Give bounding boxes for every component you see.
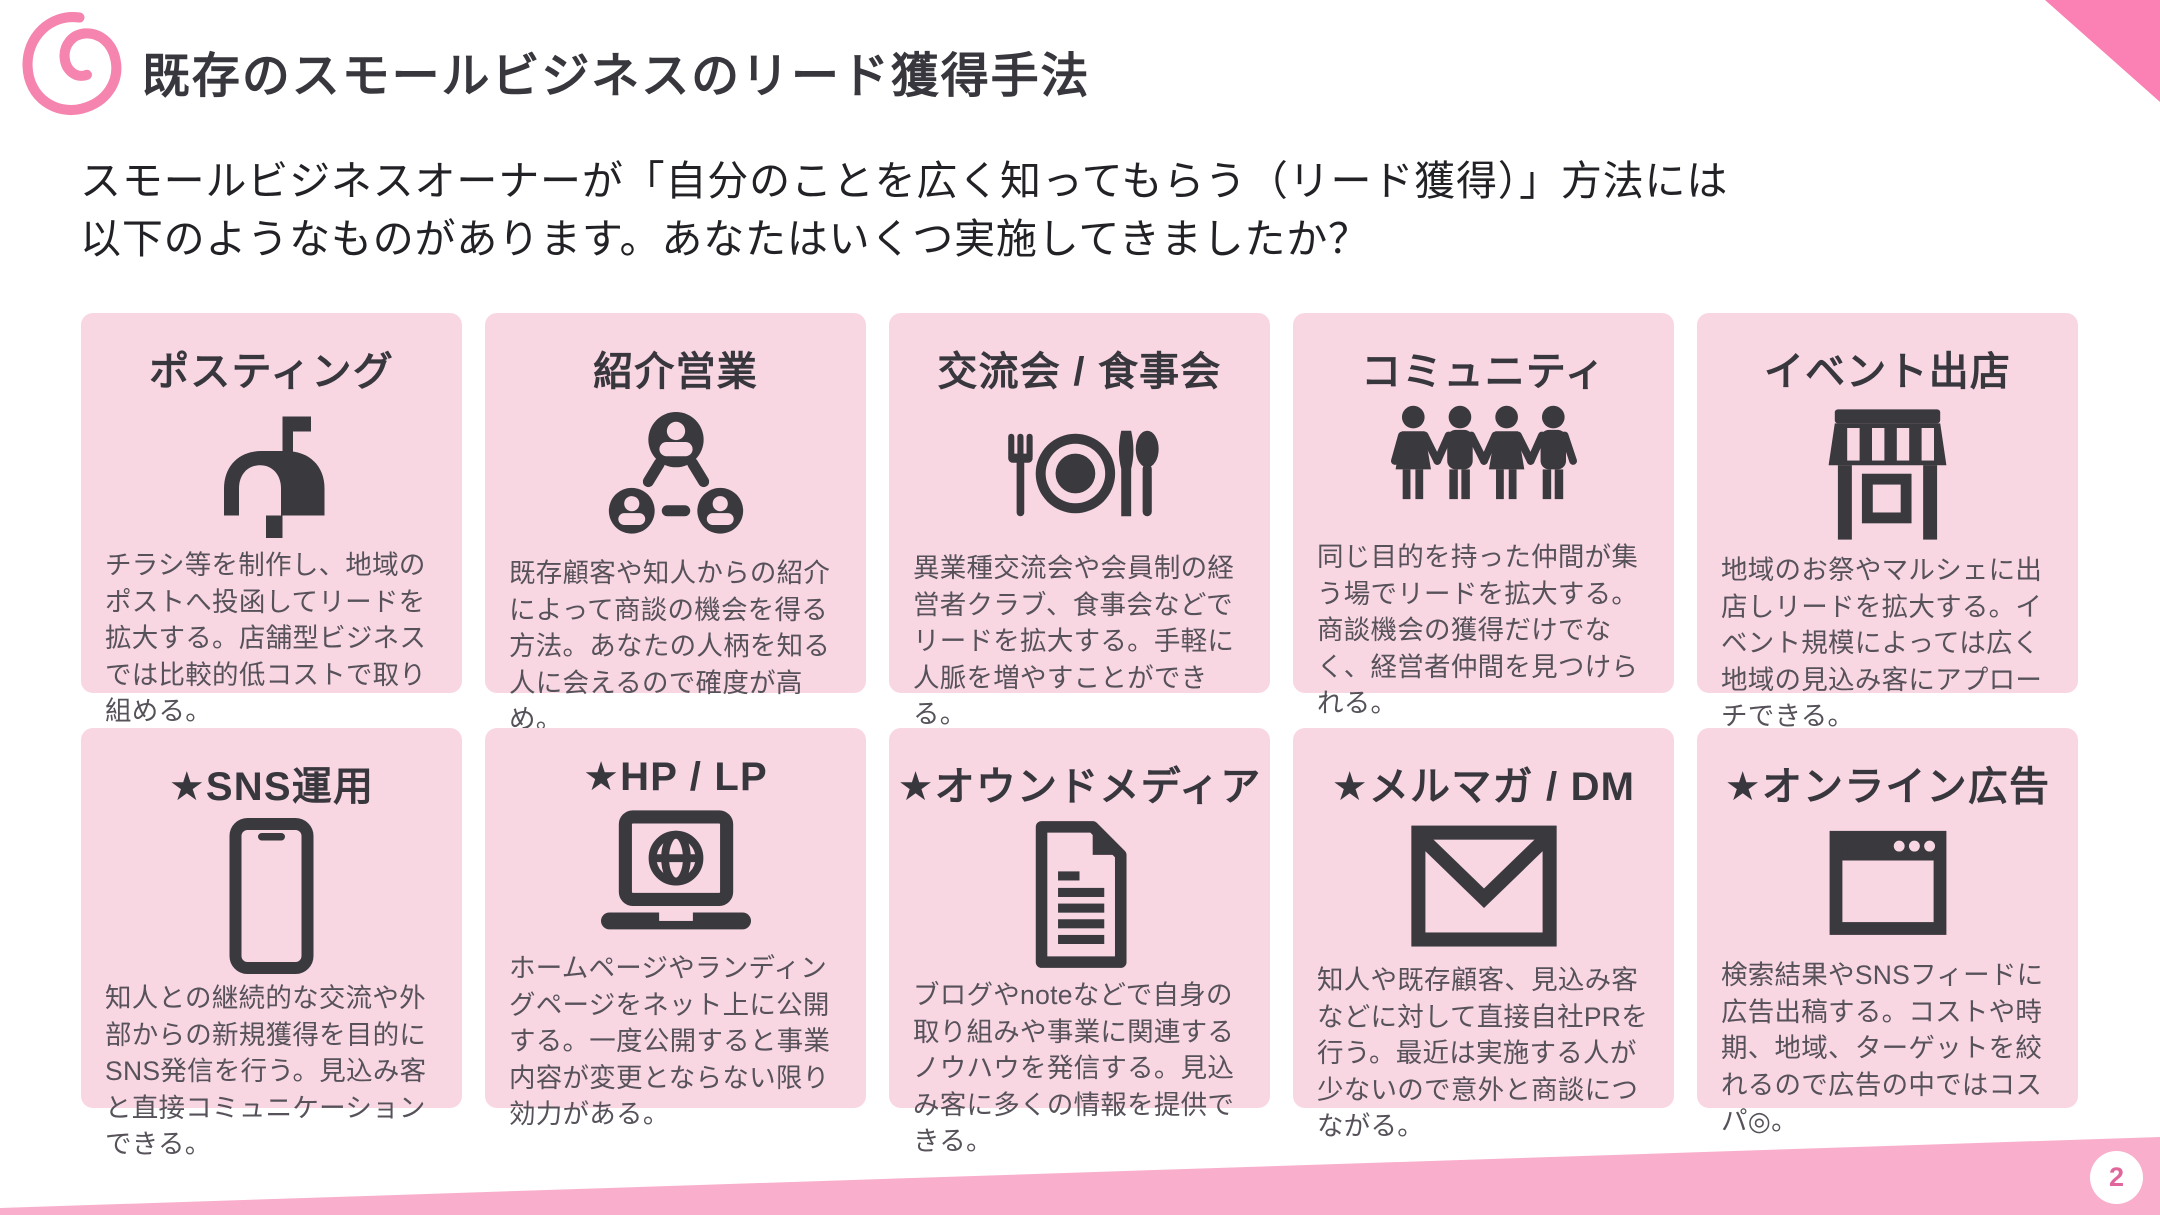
- card-title: ★HP / LP: [583, 755, 768, 799]
- card-description: 既存顧客や知人からの紹介によって商談の機会を得る方法。あなたの人柄を知る人に会え…: [509, 558, 831, 735]
- document-icon: [913, 812, 1246, 977]
- card-description: 異業種交流会や会員制の経営者クラブ、食事会などでリードを拡大する。手軽に人脈を増…: [913, 553, 1235, 730]
- page-number-badge: 2: [2090, 1151, 2143, 1204]
- referral-network-icon: [509, 397, 842, 555]
- card-description: 検索結果やSNSフィードに広告出稿する。コストや時期、地域、ターゲットを絞れるの…: [1721, 960, 2044, 1137]
- card-description: 地域のお祭やマルシェに出店しリードを拡大する。イベント規模によっては広く地域の見…: [1721, 555, 2043, 732]
- card-description: 知人との継続的な交流や外部からの新規獲得を目的にSNS発信を行う。見込み客と直接…: [105, 983, 427, 1160]
- card-title: ★メルマガ / DM: [1331, 765, 1636, 809]
- card-description: 知人や既存顧客、見込み客などに対して直接自社PRを行う。最近は実施する人が少ない…: [1317, 965, 1648, 1142]
- method-card: ★オンライン広告 検索結果やSNSフィードに広告出稿する。コストや時期、地域、タ…: [1697, 728, 2078, 1136]
- method-card: ★SNS運用 知人との継続的な交流や外部からの新規獲得を目的にSNS発信を行う。…: [81, 728, 462, 1159]
- card-title: コミュニティ: [1361, 350, 1606, 394]
- card-description: チラシ等を制作し、地域のポストへ投函してリードを拡大する。店舗型ビジネスでは比較…: [105, 550, 427, 727]
- envelope-icon: [1317, 812, 1650, 962]
- card-title: ★オンライン広告: [1724, 765, 2051, 809]
- method-card: ★オウンドメディア ブログやnoteなどで自身の取り組みや事業に関連するノウハウ…: [889, 728, 1270, 1156]
- card-title: ★オウンドメディア: [897, 765, 1262, 809]
- method-card: ★HP / LP ホームページやランディングページをネット上に公開する。一度公開…: [485, 728, 866, 1129]
- card-description: ホームページやランディングページをネット上に公開する。一度公開すると事業内容が変…: [509, 953, 831, 1130]
- method-card: 紹介営業 既存顧客や知人からの紹介によって商談の機会を得る方法。あなたの人柄を知…: [485, 313, 866, 734]
- intro-line-1: スモールビジネスオーナーが「自分のことを広く知ってもらう（リード獲得）」方法には: [80, 158, 1729, 204]
- dining-icon: [913, 397, 1246, 550]
- method-card: ポスティング チラシ等を制作し、地域のポストへ投函してリードを拡大する。店舗型ビ…: [81, 313, 462, 726]
- method-card: 交流会 / 食事会 異業種交流会や会員制の経営者クラブ、食事会などでリードを拡大…: [889, 313, 1270, 729]
- intro-text: スモールビジネスオーナーが「自分のことを広く知ってもらう（リード獲得）」方法には…: [80, 152, 2040, 268]
- brand-logo-icon: [22, 12, 122, 115]
- methods-grid: ポスティング チラシ等を制作し、地域のポストへ投函してリードを拡大する。店舗型ビ…: [81, 313, 2078, 1159]
- page-title: 既存のスモールビジネスのリード獲得手法: [142, 50, 1091, 103]
- community-icon: [1317, 397, 1650, 539]
- storefront-icon: [1721, 397, 2054, 552]
- smartphone-icon: [105, 812, 438, 980]
- laptop-globe-icon: [509, 800, 842, 950]
- card-title: イベント出店: [1763, 350, 2012, 394]
- method-card: コミュニティ 同じ目的を持った仲間が集う場でリードを拡大する。商談機会の獲得だけ…: [1293, 313, 1674, 718]
- card-description: ブログやnoteなどで自身の取り組みや事業に関連するノウハウを発信する。見込み客…: [913, 980, 1235, 1157]
- mailbox-icon: [105, 397, 438, 547]
- method-card: ★メルマガ / DM 知人や既存顧客、見込み客などに対して直接自社PRを行う。最…: [1293, 728, 1674, 1141]
- card-title: ★SNS運用: [168, 765, 375, 809]
- card-description: 同じ目的を持った仲間が集う場でリードを拡大する。商談機会の獲得だけでなく、経営者…: [1317, 542, 1639, 719]
- intro-line-2: 以下のようなものがあります。あなたはいくつ実施してきましたか？: [80, 216, 1370, 263]
- card-title: ポスティング: [149, 350, 394, 394]
- page-number: 2: [2108, 1162, 2125, 1192]
- method-card: イベント出店 地域のお祭やマルシェに出店しリードを拡大する。イベント規模によって…: [1697, 313, 2078, 731]
- card-title: 交流会 / 食事会: [937, 350, 1222, 394]
- browser-ad-icon: [1721, 812, 2054, 957]
- corner-accent-triangle: [2045, 0, 2160, 102]
- card-title: 紹介営業: [593, 350, 758, 394]
